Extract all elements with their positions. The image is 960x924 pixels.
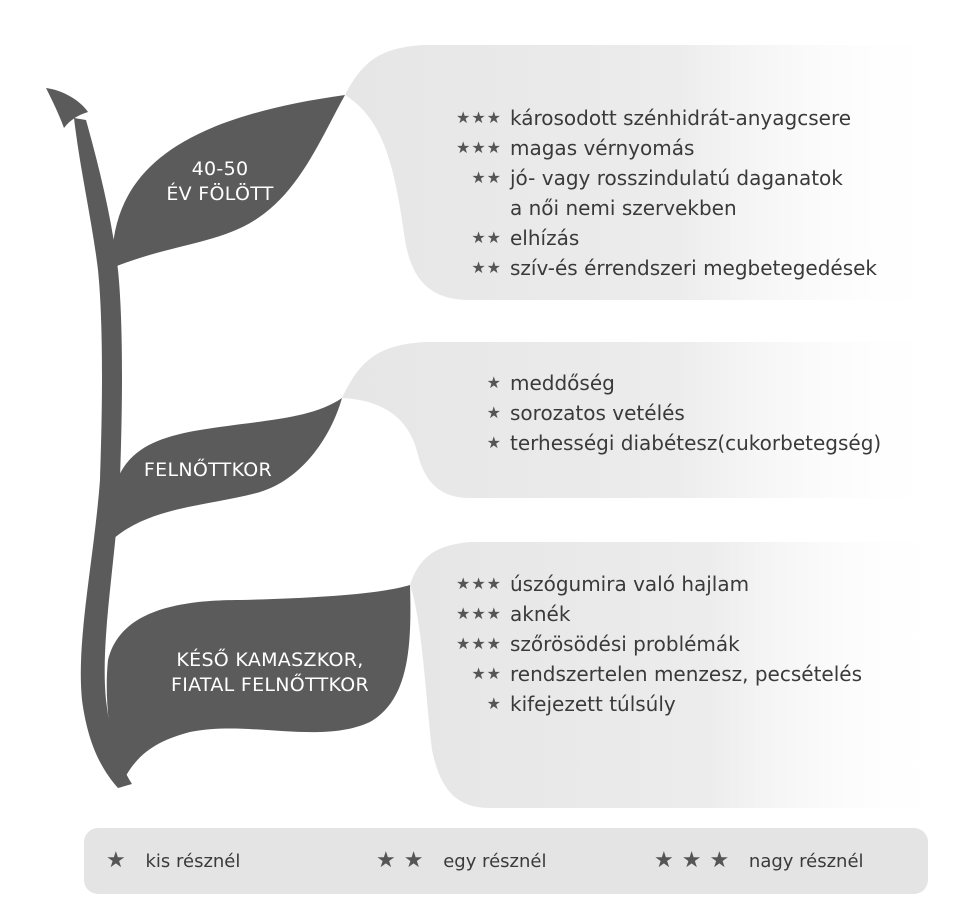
- bubble-bottom: [410, 542, 950, 808]
- legend-entry-two-stars: ★★ egy résznél: [376, 828, 546, 894]
- list-item: ★★★ magas vérnyomás: [456, 133, 877, 163]
- star-rating-icon: ★: [486, 373, 502, 392]
- condition-text: meddőség: [510, 371, 615, 395]
- condition-list-keso-kamaszkor: ★★★ úszógumira való hajlam ★★★ aknék ★★★…: [456, 569, 862, 719]
- star-rating-icon: ★★★: [455, 604, 502, 623]
- star-rating-icon: ★★: [471, 168, 502, 187]
- legend: ★ kis résznél ★★ egy résznél ★★★ nagy ré…: [84, 828, 928, 894]
- star-rating-icon: ★: [486, 403, 502, 422]
- stage-label-keso-kamaszkor: KÉSŐ KAMASZKOR, FIATAL FELNŐTTKOR: [140, 648, 400, 698]
- list-item: ★ meddőség: [487, 368, 881, 398]
- leaf-bottom: [106, 585, 411, 788]
- legend-entry-one-star: ★ kis résznél: [106, 828, 240, 894]
- condition-text: magas vérnyomás: [510, 136, 695, 160]
- condition-text: sorozatos vetélés: [510, 401, 685, 425]
- leaf-top: [111, 95, 345, 268]
- star-rating-icon: ★: [486, 433, 502, 452]
- star-rating-icon: ★★: [471, 258, 502, 277]
- condition-list-felnottkor: ★ meddőség ★ sorozatos vetélés ★ terhess…: [487, 368, 882, 458]
- star-icon: ★: [106, 848, 134, 873]
- list-item: ★★ jó- vagy rosszindulatú daganatok a nő…: [471, 163, 877, 223]
- legend-entry-three-stars: ★★★ nagy résznél: [654, 828, 864, 894]
- star-rating-icon: ★★★: [455, 634, 502, 653]
- stage-label-line: ÉV FÖLÖTT: [166, 183, 274, 205]
- condition-text: szív-és érrendszeri megbetegedések: [510, 256, 878, 280]
- legend-label: egy résznél: [443, 851, 547, 872]
- condition-text: jó- vagy rosszindulatú daganatok: [510, 166, 843, 190]
- star-icon: ★★★: [654, 848, 738, 873]
- condition-text: rendszertelen menzesz, pecsételés: [510, 662, 862, 686]
- star-rating-icon: ★★★: [455, 574, 502, 593]
- list-item: ★★★ úszógumira való hajlam: [456, 569, 862, 599]
- stage-label-line: 40-50: [191, 158, 249, 180]
- condition-text: szőrösödési problémák: [510, 632, 740, 656]
- stage-label-line: FELNŐTTKOR: [143, 459, 273, 481]
- list-item: ★★ elhízás: [471, 223, 877, 253]
- condition-text-continued: a női nemi szervekben: [510, 196, 737, 220]
- legend-label: nagy résznél: [748, 851, 864, 872]
- list-item: ★★ rendszertelen menzesz, pecsételés: [471, 659, 862, 689]
- arrow-tip: [46, 88, 88, 128]
- stage-label-line: KÉSŐ KAMASZKOR,: [176, 649, 364, 671]
- list-item: ★★ szív-és érrendszeri megbetegedések: [471, 253, 878, 283]
- star-rating-icon: ★: [486, 694, 502, 713]
- bubble-middle: [342, 342, 950, 498]
- condition-list-40-50: ★★★ károsodott szénhidrát-anyagcsere ★★★…: [456, 103, 878, 283]
- bubble-top: [345, 45, 950, 300]
- stage-label-40-50: 40-50 ÉV FÖLÖTT: [150, 157, 290, 207]
- condition-text: kifejezett túlsúly: [510, 692, 676, 716]
- list-item: ★★★ aknék: [456, 599, 862, 629]
- star-rating-icon: ★★★: [455, 138, 502, 157]
- condition-text: elhízás: [510, 226, 580, 250]
- star-rating-icon: ★★: [471, 664, 502, 683]
- star-icon: ★★: [376, 848, 432, 873]
- stage-label-line: FIATAL FELNŐTTKOR: [170, 674, 370, 696]
- star-rating-icon: ★★: [471, 228, 502, 247]
- list-item: ★ kifejezett túlsúly: [487, 689, 862, 719]
- list-item: ★★★ szőrösödési problémák: [456, 629, 862, 659]
- condition-text: úszógumira való hajlam: [510, 572, 750, 596]
- star-rating-icon: ★★★: [455, 108, 502, 127]
- list-item: ★ terhességi diabétesz(cukorbetegség): [487, 428, 882, 458]
- condition-text: aknék: [510, 602, 571, 626]
- leaf-middle: [110, 398, 342, 540]
- stage-label-felnottkor: FELNŐTTKOR: [128, 458, 288, 483]
- plant-stem: [74, 118, 132, 788]
- condition-text: károsodott szénhidrát-anyagcsere: [510, 106, 852, 130]
- list-item: ★★★ károsodott szénhidrát-anyagcsere: [456, 103, 877, 133]
- condition-text: terhességi diabétesz(cukorbetegség): [510, 431, 882, 455]
- legend-label: kis résznél: [145, 851, 241, 872]
- list-item: ★ sorozatos vetélés: [487, 398, 881, 428]
